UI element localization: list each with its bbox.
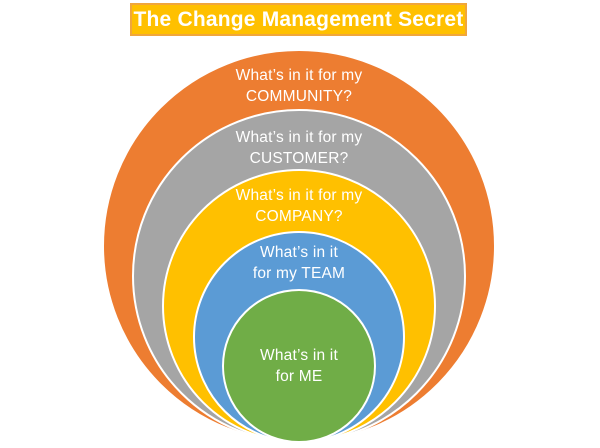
ring-me-label-line2: for ME — [275, 368, 323, 385]
ring-me — [222, 289, 376, 443]
ring-team-label-line2: for my TEAM — [252, 265, 346, 282]
ring-customer-label-line2: CUSTOMER? — [249, 150, 349, 167]
ring-community-label-line2: COMMUNITY? — [245, 88, 353, 105]
ring-customer-label: What’s in it for my CUSTOMER? — [119, 127, 479, 169]
ring-me-label: What’s in it for ME — [119, 345, 479, 387]
ring-team-label-line1: What’s in it — [260, 244, 338, 261]
ring-community-label-line1: What’s in it for my — [235, 67, 363, 84]
ring-company-label-line2: COMPANY? — [255, 208, 343, 225]
ring-me-label-line1: What’s in it — [260, 347, 338, 364]
ring-company-label-line1: What’s in it for my — [235, 187, 363, 204]
ring-team-label: What’s in it for my TEAM — [119, 242, 479, 284]
title-banner: The Change Management Secret — [130, 3, 467, 36]
ring-customer-label-line1: What’s in it for my — [235, 129, 363, 146]
ring-community-label: What’s in it for my COMMUNITY? — [119, 65, 479, 107]
page-title: The Change Management Secret — [133, 7, 464, 31]
ring-company-label: What’s in it for my COMPANY? — [119, 185, 479, 227]
